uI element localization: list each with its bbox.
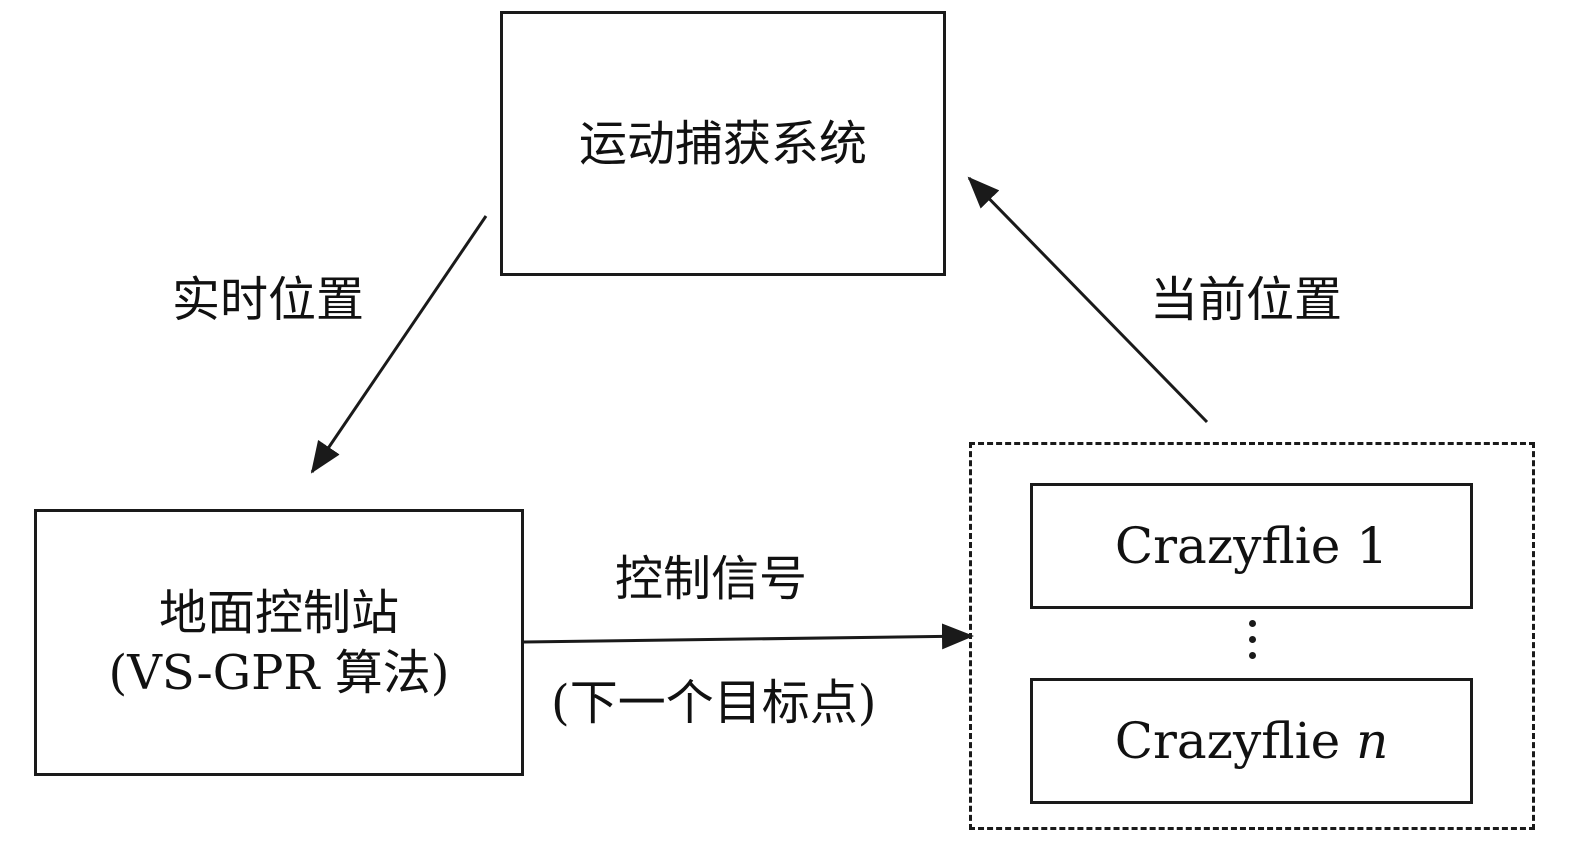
crazyflie-1-label: Crazyflie 1 xyxy=(1115,515,1388,578)
control-signal-label: 控制信号 xyxy=(615,551,808,607)
crazyflie-1-box: Crazyflie 1 xyxy=(1030,483,1473,609)
ground-control-station-algorithm: (VS-GPR 算法) xyxy=(108,644,450,701)
next-target-label: (下一个目标点) xyxy=(551,675,877,731)
arrow-swarm-to-mocap xyxy=(967,176,1209,424)
arrow-ground-to-swarm xyxy=(523,623,974,650)
crazyflie-n-name: Crazyflie xyxy=(1114,711,1341,770)
crazyflie-swarm-group xyxy=(969,442,1535,830)
realtime-position-label: 实时位置 xyxy=(172,272,365,328)
motion-capture-system-label: 运动捕获系统 xyxy=(578,115,867,172)
crazyflie-1-index: 1 xyxy=(1356,516,1389,575)
ground-control-station-box: 地面控制站 (VS-GPR 算法) xyxy=(34,509,524,776)
crazyflie-1-name: Crazyflie xyxy=(1114,516,1341,575)
motion-capture-system-box: 运动捕获系统 xyxy=(500,11,946,276)
crazyflie-n-label: Crazyflie n xyxy=(1115,710,1389,773)
arrow-mocap-to-ground xyxy=(310,215,488,474)
ground-control-station-label: 地面控制站 xyxy=(158,584,399,641)
crazyflie-n-index: n xyxy=(1356,711,1389,770)
current-position-label: 当前位置 xyxy=(1150,272,1343,328)
crazyflie-n-box: Crazyflie n xyxy=(1030,678,1473,804)
vertical-ellipsis xyxy=(1242,618,1262,662)
